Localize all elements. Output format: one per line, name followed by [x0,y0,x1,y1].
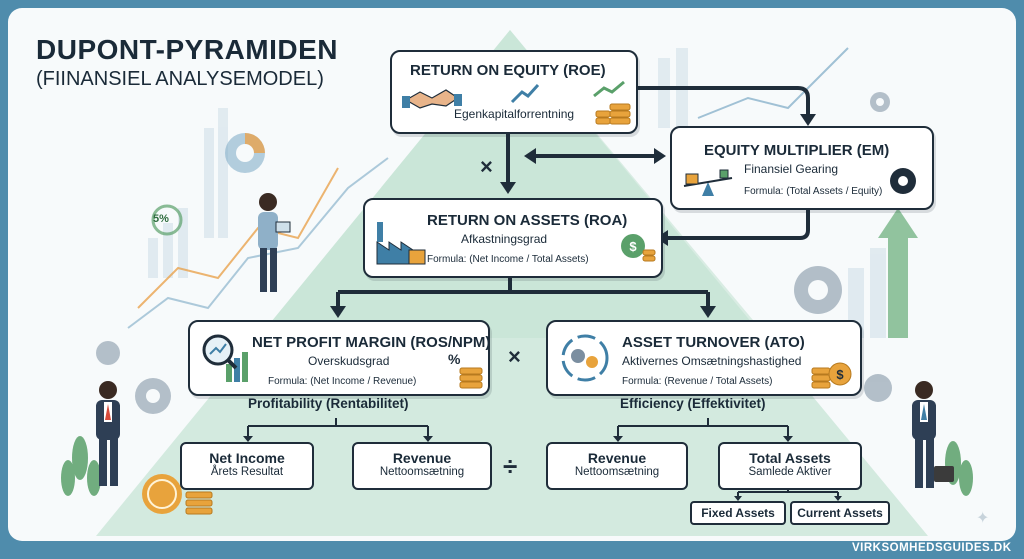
multiply-operator-top: × [480,154,493,179]
em-subtitle: Finansiel Gearing [744,162,839,176]
npm-title: NET PROFIT MARGIN (ROS/NPM) [252,334,491,351]
person-man-left-icon [96,381,120,486]
percent-badge: 5% [153,213,169,225]
npm-subtitle: Overskudsgrad [308,354,390,368]
net-income-box: Net Income Årets Resultat [180,442,314,490]
roe-card: RETURN ON EQUITY (ROE) Egenkapitalforren… [390,50,638,134]
svg-text:$: $ [836,367,844,382]
page-title: DUPONT-PYRAMIDEN [36,34,339,65]
plant-icon [61,436,973,496]
total-assets-subtitle: Samlede Aktiver [748,466,832,478]
trend-arrow-icon [510,83,540,104]
page-subtitle: (FIINANSIEL ANALYSEMODEL) [36,68,324,90]
fixed-assets-box: Fixed Assets [690,501,786,525]
coin-dollar-icon: $ [811,362,852,389]
revenue-left-subtitle: Nettoomsætning [379,466,465,478]
ato-subtitle: Aktivernes Omsætningshastighed [622,354,802,368]
money-bag-icon: $ [621,234,656,262]
bg-bars-left-icon [148,108,228,278]
net-income-subtitle: Årets Resultat [210,466,284,478]
roa-title: RETURN ON ASSETS (ROA) [427,212,628,229]
diagram-frame: DUPONT-PYRAMIDEN (FIINANSIEL ANALYSEMODE… [8,8,1016,541]
em-title: EQUITY MULTIPLIER (EM) [704,142,890,159]
em-card: EQUITY MULTIPLIER (EM) Finansiel Gearing… [670,126,934,210]
efficiency-label: Efficiency (Effektivitet) [620,396,766,411]
cycle-gears-icon [561,334,609,382]
npm-card: NET PROFIT MARGIN (ROS/NPM) Overskudsgra… [188,320,490,396]
ato-title: ASSET TURNOVER (ATO) [622,334,805,351]
roe-subtitle: Egenkapitalforrentning [454,107,575,121]
footer-brand: VIRKSOMHEDSGUIDES.DK [852,542,1012,554]
current-assets-box: Current Assets [790,501,890,525]
ato-formula: Formula: (Revenue / Total Assets) [622,376,773,387]
roa-formula: Formula: (Net Income / Total Assets) [427,254,589,265]
person-man-right-icon [912,381,954,488]
multiply-operator-mid: × [508,344,521,369]
svg-text:%: % [448,351,461,367]
roe-title: RETURN ON EQUITY (ROE) [410,62,606,79]
revenue-right-subtitle: Nettoomsætning [574,466,660,478]
npm-formula: Formula: (Net Income / Revenue) [268,376,417,387]
percent-ring-icon [151,204,183,236]
magnifier-chart-icon [202,334,248,382]
person-woman-icon [258,193,291,292]
percent-coins-icon: % [448,351,483,389]
growth-arrow-icon [878,208,918,338]
divide-operator: ÷ [503,451,518,481]
roa-subtitle: Afkastningsgrad [461,232,548,246]
svg-text:$: $ [629,239,637,254]
total-assets-box: Total Assets Samlede Aktiver [718,442,862,490]
gear-icon-em [890,168,916,194]
revenue-left-title: Revenue [392,450,452,466]
briefcase-icon [934,466,954,482]
roa-card: RETURN ON ASSETS (ROA) Afkastningsgrad F… [363,198,663,278]
factory-icon [376,222,426,265]
total-assets-title: Total Assets [749,450,831,466]
flow-arrows [247,86,839,498]
balance-scale-icon [683,169,733,196]
net-income-title: Net Income [209,450,285,466]
coin-stack-icon [593,80,631,125]
revenue-right-title: Revenue [587,450,647,466]
handshake-icon [402,89,462,109]
revenue-left-box: Revenue Nettoomsætning [352,442,492,490]
em-formula: Formula: (Total Assets / Equity) [744,186,883,197]
ato-card: ASSET TURNOVER (ATO) Aktivernes Omsætnin… [546,320,862,396]
revenue-right-box: Revenue Nettoomsætning [546,442,688,490]
profitability-label: Profitability (Rentabilitet) [248,396,409,411]
sparkle-icon: ✦ [976,510,990,527]
